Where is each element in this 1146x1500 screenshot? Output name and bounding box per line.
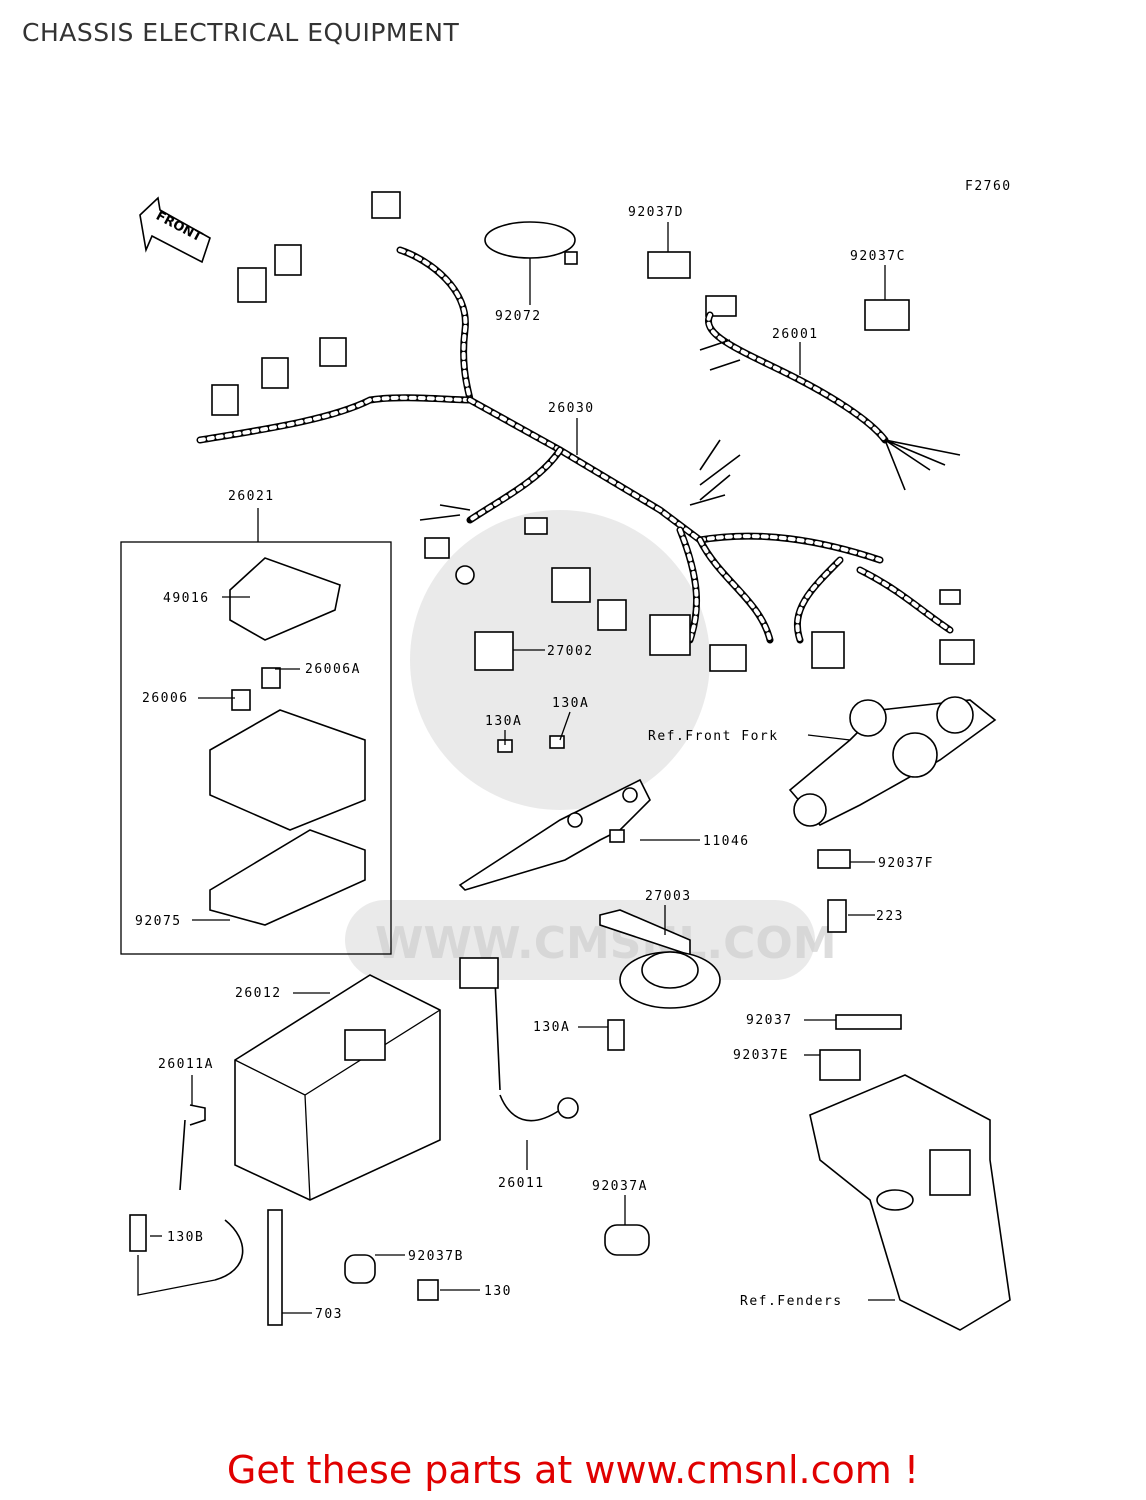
- callout-ref-front-fork[interactable]: Ref.Front Fork: [648, 729, 779, 744]
- callout-92075[interactable]: 92075: [135, 914, 182, 929]
- callout-26006[interactable]: 26006: [142, 691, 189, 706]
- bolt-130: [417, 1279, 439, 1301]
- parts-diagram: WWW.CMSNL.COM F2760 FRONT: [120, 179, 1012, 1331]
- callout-26006A[interactable]: 26006A: [305, 662, 361, 677]
- clamp-92037D: [647, 251, 691, 279]
- callout-223[interactable]: 223: [876, 909, 904, 924]
- main-harness-26030: [196, 191, 975, 672]
- leader-lines: [150, 222, 895, 1314]
- callout-130A-left[interactable]: 130A: [485, 714, 522, 729]
- callout-27002[interactable]: 27002: [547, 644, 594, 659]
- callout-26021[interactable]: 26021: [228, 489, 275, 504]
- callout-labels: 92037D 92037C 92072 26001 26030 26021 49…: [135, 205, 934, 1322]
- callout-130A-horn[interactable]: 130A: [533, 1020, 570, 1035]
- callout-11046[interactable]: 11046: [703, 834, 750, 849]
- callout-26030[interactable]: 26030: [548, 401, 595, 416]
- callout-49016[interactable]: 49016: [163, 591, 210, 606]
- callout-130[interactable]: 130: [484, 1284, 512, 1299]
- junction-box-group-26021: [120, 541, 392, 955]
- callout-ref-fenders[interactable]: Ref.Fenders: [740, 1294, 843, 1309]
- callout-130A-right[interactable]: 130A: [552, 696, 589, 711]
- callout-92037[interactable]: 92037: [746, 1013, 793, 1028]
- callout-92037A[interactable]: 92037A: [592, 1179, 648, 1194]
- page-title: CHASSIS ELECTRICAL EQUIPMENT: [22, 18, 460, 47]
- front-arrow-icon: FRONT: [139, 196, 211, 264]
- battery-cables: [129, 957, 579, 1326]
- callout-92037E[interactable]: 92037E: [733, 1048, 789, 1063]
- callout-92037B[interactable]: 92037B: [408, 1249, 464, 1264]
- sub-harness-26001: [699, 295, 961, 491]
- callout-92037C[interactable]: 92037C: [850, 249, 906, 264]
- relay-27002: [474, 631, 514, 671]
- clamp-92037A: [604, 1224, 650, 1256]
- clamp-92037B: [344, 1254, 376, 1284]
- callout-703[interactable]: 703: [315, 1307, 343, 1322]
- callout-130B[interactable]: 130B: [167, 1230, 204, 1245]
- promo-link[interactable]: Get these parts at www.cmsnl.com !: [226, 1448, 920, 1492]
- callout-26012[interactable]: 26012: [235, 986, 282, 1001]
- callout-26011A[interactable]: 26011A: [158, 1057, 214, 1072]
- front-fork-ref: [788, 696, 997, 933]
- callout-27003[interactable]: 27003: [645, 889, 692, 904]
- rear-fender-ref: [809, 1074, 1011, 1331]
- battery-26012: [234, 974, 441, 1201]
- diagram-code: F2760: [965, 179, 1012, 194]
- callout-92037F[interactable]: 92037F: [878, 856, 934, 871]
- horn-27003: [599, 909, 721, 1051]
- callout-92072[interactable]: 92072: [495, 309, 542, 324]
- junction-box-parts: [209, 557, 366, 926]
- callout-92037D[interactable]: 92037D: [628, 205, 684, 220]
- cable-tie-92072: [484, 221, 578, 265]
- pad-92037: [835, 1014, 902, 1030]
- callout-26001[interactable]: 26001: [772, 327, 819, 342]
- clamp-92037E: [819, 1049, 861, 1081]
- callout-26011[interactable]: 26011: [498, 1176, 545, 1191]
- clamp-92037C: [864, 299, 910, 331]
- bracket-11046: [458, 735, 651, 891]
